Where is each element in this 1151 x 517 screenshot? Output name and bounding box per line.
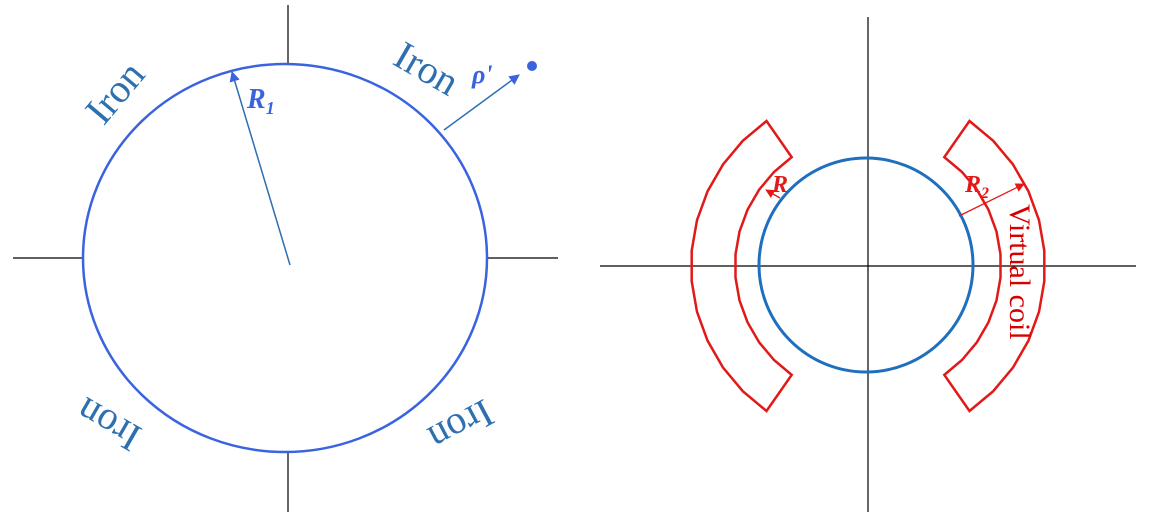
outer-radius-arrow [958, 183, 1025, 217]
inner-iron-circle [757, 156, 975, 374]
rho-prime-point [527, 61, 537, 71]
virtual-coil-left-block [690, 119, 794, 413]
left-figure: R1 ρ' Iron Iron Iron Iron [13, 5, 558, 512]
virtual-coil-right-block [942, 119, 1046, 413]
inner-radius-arrow [765, 189, 781, 199]
iron-label-top-right: Iron [387, 32, 467, 104]
outer-radius-label: R2 [964, 172, 989, 202]
iron-label-bottom-left: Iron [68, 389, 148, 461]
right-figure: R R2 Virtual coil [600, 17, 1136, 512]
virtual-coil-label: Virtual coil [1003, 204, 1036, 340]
rho-prime-label: ρ' [471, 60, 493, 89]
inner-radius-label: R [771, 172, 788, 198]
radius-r1-label: R1 [246, 84, 275, 118]
rho-prime-arrow [443, 74, 520, 131]
iron-boundary-circle [81, 62, 489, 454]
iron-label-bottom-right: Iron [421, 390, 501, 461]
radius-r1-arrow [229, 70, 291, 266]
